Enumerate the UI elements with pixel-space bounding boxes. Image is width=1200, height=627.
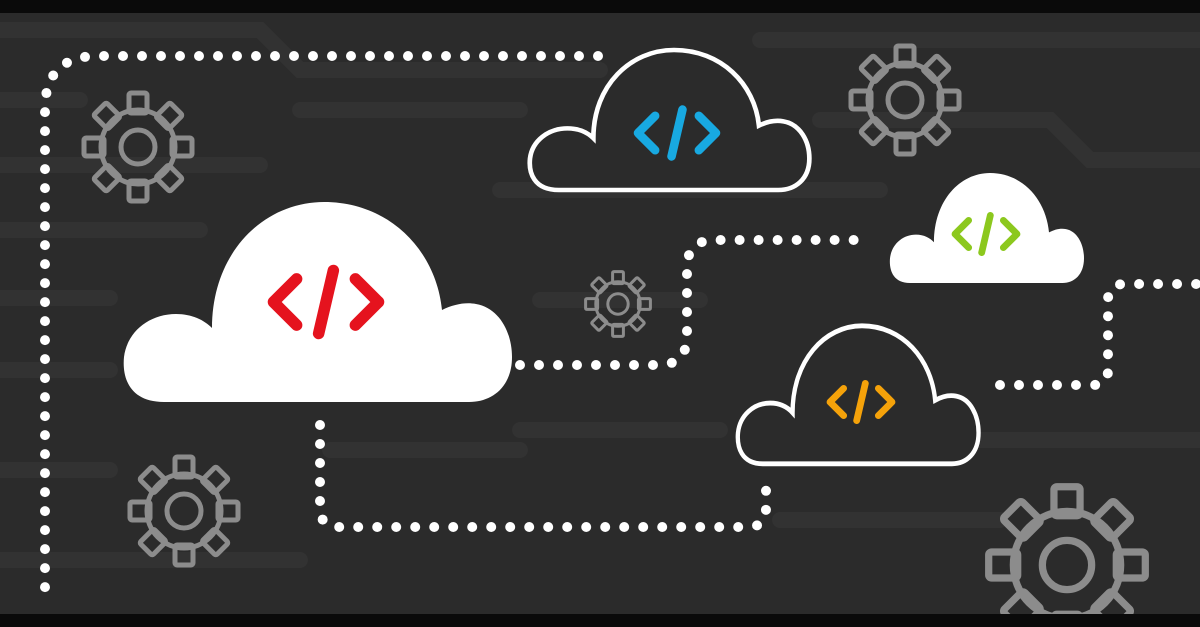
frame-top: [0, 0, 1200, 13]
gear-icon: [84, 93, 192, 201]
gears: [84, 46, 1145, 627]
connector-right: [995, 279, 1200, 390]
connector-middle: [515, 235, 873, 370]
frame-bottom: [0, 614, 1200, 627]
circuit-traces: [0, 22, 1200, 568]
gear-icon: [584, 270, 652, 338]
gear-icon: [989, 487, 1146, 627]
connector-bottom: [315, 420, 771, 532]
gear-icon: [851, 46, 959, 154]
gear-icon: [130, 457, 238, 565]
dotted-connectors: [40, 51, 1200, 595]
